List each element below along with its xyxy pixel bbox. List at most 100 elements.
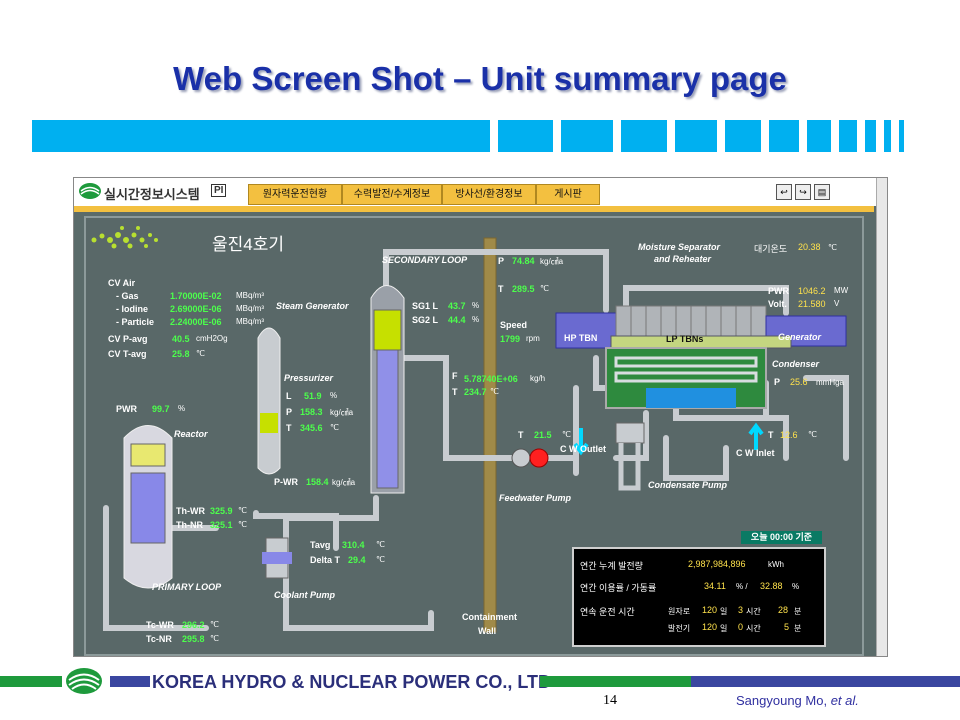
reactor-label: Reactor: [174, 429, 208, 439]
secondary-t-value: 289.5: [512, 284, 535, 294]
pzr-t-unit: ℃: [330, 423, 339, 432]
gen-pwr-value: 1046.2: [798, 286, 826, 296]
secondary-p-label: P: [498, 256, 505, 266]
cw-inlet-label: C W Inlet: [736, 448, 775, 458]
tc-nr-unit: ℃: [210, 634, 219, 643]
pwr-pressure-label: P-WR: [274, 477, 298, 487]
hp-tbn-label: HP TBN: [564, 333, 598, 343]
tab-hydro-power[interactable]: 수력발전/수계정보: [342, 184, 442, 205]
tc-wr-value: 296.2: [182, 620, 205, 630]
tab-radiation-env[interactable]: 방사선/환경정보: [442, 184, 536, 205]
cv-t-avg-unit: ℃: [196, 349, 205, 358]
pwr-pressure-unit: kg/㎠a: [332, 478, 356, 487]
gen-pwr-unit: MW: [834, 286, 849, 295]
forward-icon[interactable]: ↪: [795, 184, 811, 200]
gen-volt-label: Volt.: [768, 299, 787, 309]
feed-f-unit: kg/h: [530, 374, 546, 383]
pressurizer-icon: [257, 327, 281, 475]
sg2-unit: %: [472, 315, 480, 324]
cv-air-title: CV Air: [108, 278, 136, 288]
cv-iodine-value: 2.69000E-06: [170, 304, 222, 314]
tc-nr-label: Tc-NR: [146, 634, 172, 644]
reactor-icon: [123, 425, 173, 589]
atmos-temp-value: 20.38: [798, 242, 821, 252]
cv-t-avg-value: 25.8: [172, 349, 190, 359]
stats-reactor-day-unit: 일: [720, 607, 728, 616]
speed-label: Speed: [500, 320, 528, 330]
th-nr-unit: ℃: [238, 520, 247, 529]
feed-t-value: 234.7: [464, 387, 487, 397]
reheater-label: and Reheater: [654, 254, 712, 264]
footer-strip: [540, 676, 960, 687]
sg2-value: 44.4: [448, 315, 466, 325]
stats-generator-label: 발전기: [668, 624, 691, 633]
th-wr-value: 325.9: [210, 506, 233, 516]
gen-volt-unit: V: [834, 299, 840, 308]
tab-nuclear-operation[interactable]: 원자력운전현황: [248, 184, 342, 205]
tc-wr-unit: ℃: [210, 620, 219, 629]
stats-annual-gen-value: 2,987,984,896: [688, 559, 746, 569]
delta-t-value: 29.4: [348, 555, 366, 565]
cw-in-t-value: 12.6: [780, 430, 798, 440]
feedwater-pump-icon: [511, 448, 531, 468]
stats-continuous-label: 연속 운전 시간: [580, 607, 635, 617]
stats-annual-gen-unit: kWh: [768, 560, 784, 569]
tavg-value: 310.4: [342, 540, 365, 550]
feed-t-label: T: [452, 387, 458, 397]
pzr-p-value: 158.3: [300, 407, 323, 417]
author-credit: Sangyoung Mo, et al.: [736, 693, 859, 708]
slide-title: Web Screen Shot – Unit summary page: [173, 60, 787, 97]
sg2-label: SG2 L: [412, 315, 439, 325]
cv-t-avg-label: CV T-avg: [108, 349, 147, 359]
sg1-unit: %: [472, 301, 480, 310]
th-nr-label: Th-NR: [176, 520, 203, 530]
stats-gen-hour-unit: 시간: [746, 624, 761, 633]
steam-generator-label: Steam Generator: [276, 301, 349, 311]
decor-dots-icon: [91, 226, 158, 249]
hp-turbine-icon: [555, 312, 617, 349]
stats-gen-minutes: 5: [784, 622, 790, 632]
cv-gas-value: 1.70000E-02: [170, 291, 222, 301]
header-stripe: [74, 206, 874, 212]
steam-generator-icon: [370, 285, 405, 494]
stats-reactor-minute-unit: 분: [794, 607, 802, 616]
scrollbar[interactable]: [876, 178, 887, 656]
tc-nr-value: 295.8: [182, 634, 205, 644]
feed-f-label: F: [452, 371, 458, 381]
stats-timestamp-badge: 오늘 00:00 기준: [741, 531, 822, 544]
cv-particle-value: 2.24000E-06: [170, 317, 222, 327]
footer-green-bar: [0, 676, 62, 687]
stats-reactor-hours: 3: [738, 605, 744, 615]
secondary-t-unit: ℃: [540, 284, 549, 293]
cv-particle-unit: MBq/m³: [236, 317, 264, 326]
cv-particle-label: - Particle: [116, 317, 155, 327]
cv-p-avg-label: CV P-avg: [108, 334, 148, 344]
pwr-unit: %: [178, 404, 186, 413]
generator-label: Generator: [778, 332, 822, 342]
th-nr-value: 325.1: [210, 520, 233, 530]
pzr-t-value: 345.6: [300, 423, 323, 433]
stats-gen-hours: 0: [738, 622, 744, 632]
gen-pwr-label: PWR: [768, 286, 789, 296]
print-icon[interactable]: ▤: [814, 184, 830, 200]
cw-inlet-arrow-icon: [748, 422, 764, 450]
pzr-p-label: P: [286, 407, 293, 417]
tab-bulletin[interactable]: 게시판: [536, 184, 600, 205]
th-wr-unit: ℃: [238, 506, 247, 515]
speed-unit: rpm: [526, 334, 540, 343]
back-icon[interactable]: ↩: [776, 184, 792, 200]
app-logo[interactable]: 실시간정보시스템 PI: [76, 181, 236, 202]
pzr-t-label: T: [286, 423, 292, 433]
pressurizer-label: Pressurizer: [284, 373, 334, 383]
cw-out-t-label: T: [518, 430, 524, 440]
stats-gen-days: 120: [702, 622, 718, 632]
app-header: 실시간정보시스템 PI 원자력운전현황 수력발전/수계정보 방사선/환경정보 게…: [74, 178, 887, 206]
lp-tbns-label: LP TBNs: [666, 334, 704, 344]
atmos-temp-label: 대기온도: [754, 244, 788, 254]
stats-utilization-value: 34.11: [704, 581, 726, 591]
cv-p-avg-value: 40.5: [172, 334, 190, 344]
stats-reactor-hour-unit: 시간: [746, 607, 761, 616]
stats-annual-gen-label: 연간 누계 발전량: [580, 561, 643, 571]
cw-outlet-arrow-icon: [573, 428, 589, 456]
secondary-p-value: 74.84: [512, 256, 535, 266]
